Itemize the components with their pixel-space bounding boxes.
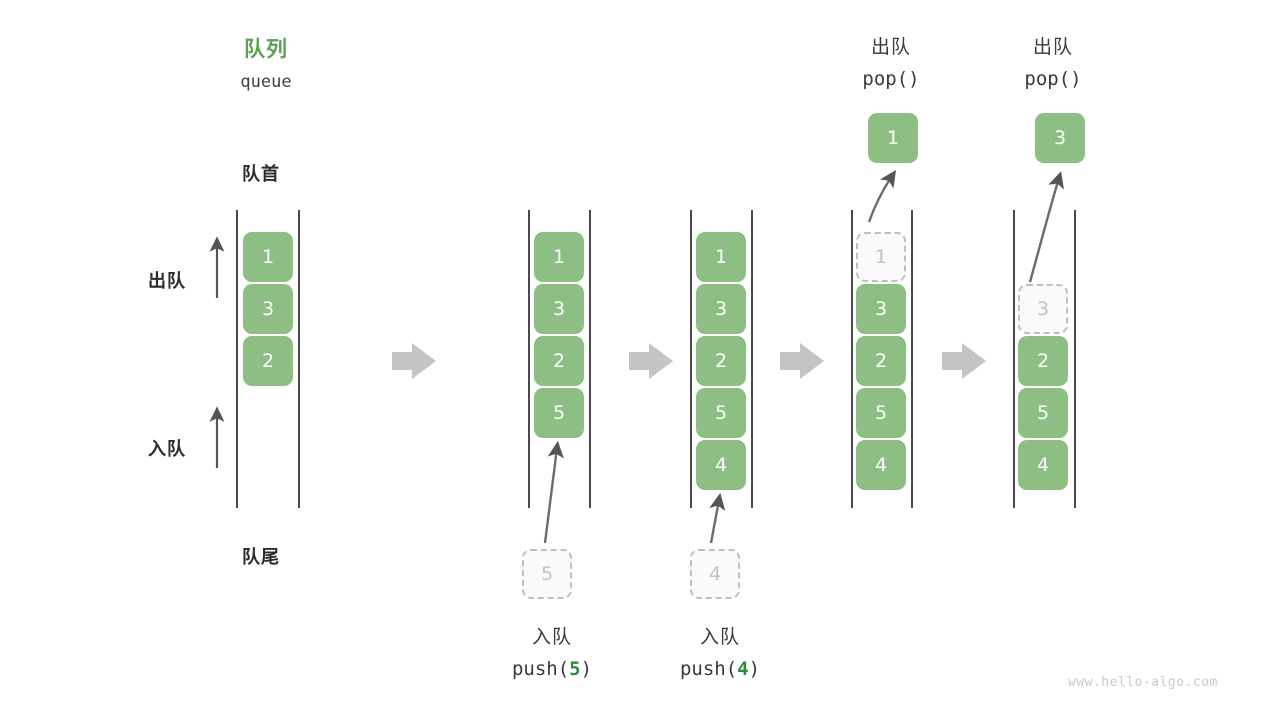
step-3-op-code: push(4) <box>655 658 785 680</box>
queue-popped-cell: 3 <box>1035 113 1085 163</box>
step-4-op-cn: 出队 <box>870 36 911 58</box>
op-code-suffix: ) <box>580 658 593 680</box>
step-5-op-cn: 出队 <box>1032 36 1073 58</box>
op-code-suffix: ) <box>908 68 920 90</box>
op-code-prefix: push( <box>679 658 738 680</box>
pop-3-arrow <box>1028 171 1064 283</box>
queue-rail-left-1 <box>236 210 238 508</box>
queue-cell: 3 <box>243 284 293 334</box>
queue-cell: 1 <box>534 232 584 282</box>
queue-rail-left-3 <box>690 210 692 508</box>
op-code-prefix: pop( <box>862 68 909 90</box>
queue-cell: 2 <box>534 336 584 386</box>
op-code-suffix: ) <box>1070 68 1082 90</box>
queue-incoming-cell: 5 <box>522 549 572 599</box>
queue-cell: 2 <box>696 336 746 386</box>
push-5-arrow <box>543 440 564 544</box>
queue-rail-left-5 <box>1013 210 1015 508</box>
dequeue-direction-label: 出队 <box>148 271 186 292</box>
queue-rail-right-2 <box>589 210 591 508</box>
step-2-op-cn: 入队 <box>531 626 572 648</box>
queue-front-label: 队首 <box>242 164 280 185</box>
queue-rail-left-4 <box>851 210 853 508</box>
step-2-op-code: push(5) <box>487 658 617 680</box>
queue-cell: 5 <box>1018 388 1068 438</box>
queue-rail-right-4 <box>911 210 913 508</box>
queue-cell: 5 <box>696 388 746 438</box>
queue-popped-cell: 1 <box>868 113 918 163</box>
queue-cell: 2 <box>856 336 906 386</box>
push-4-arrow <box>709 492 726 544</box>
queue-rear-label: 队尾 <box>242 547 280 568</box>
queue-rail-right-1 <box>298 210 300 508</box>
step-transition-arrow-4 <box>942 343 986 379</box>
step-3-op-cn: 入队 <box>699 626 740 648</box>
queue-cell-ghost: 1 <box>856 232 906 282</box>
diagram-title-en: queue <box>240 72 292 92</box>
op-code-arg: 5 <box>569 658 581 680</box>
step-transition-arrow-3 <box>780 343 824 379</box>
diagram-title-cn: 队列 <box>244 37 288 61</box>
queue-cell: 3 <box>534 284 584 334</box>
op-code-suffix: ) <box>748 658 761 680</box>
queue-cell: 1 <box>696 232 746 282</box>
queue-cell: 5 <box>856 388 906 438</box>
queue-cell: 4 <box>696 440 746 490</box>
op-code-prefix: push( <box>511 658 570 680</box>
op-code-prefix: pop( <box>1024 68 1071 90</box>
pop-1-arrow <box>867 170 896 223</box>
watermark: www.hello-algo.com <box>1068 675 1218 690</box>
step-4-op-code: pop() <box>826 68 956 90</box>
queue-rail-left-2 <box>528 210 530 508</box>
op-code-arg: 4 <box>737 658 749 680</box>
queue-cell: 3 <box>856 284 906 334</box>
queue-cell: 4 <box>1018 440 1068 490</box>
queue-rail-right-5 <box>1074 210 1076 508</box>
step-transition-arrow-2 <box>629 343 673 379</box>
queue-cell: 3 <box>696 284 746 334</box>
queue-rail-right-3 <box>751 210 753 508</box>
step-5-op-code: pop() <box>988 68 1118 90</box>
queue-cell: 2 <box>1018 336 1068 386</box>
queue-cell: 4 <box>856 440 906 490</box>
queue-cell: 1 <box>243 232 293 282</box>
enqueue-direction-label: 入队 <box>148 439 186 460</box>
queue-cell: 2 <box>243 336 293 386</box>
queue-incoming-cell: 4 <box>690 549 740 599</box>
queue-cell-ghost: 3 <box>1018 284 1068 334</box>
step-transition-arrow-1 <box>392 343 436 379</box>
queue-cell: 5 <box>534 388 584 438</box>
